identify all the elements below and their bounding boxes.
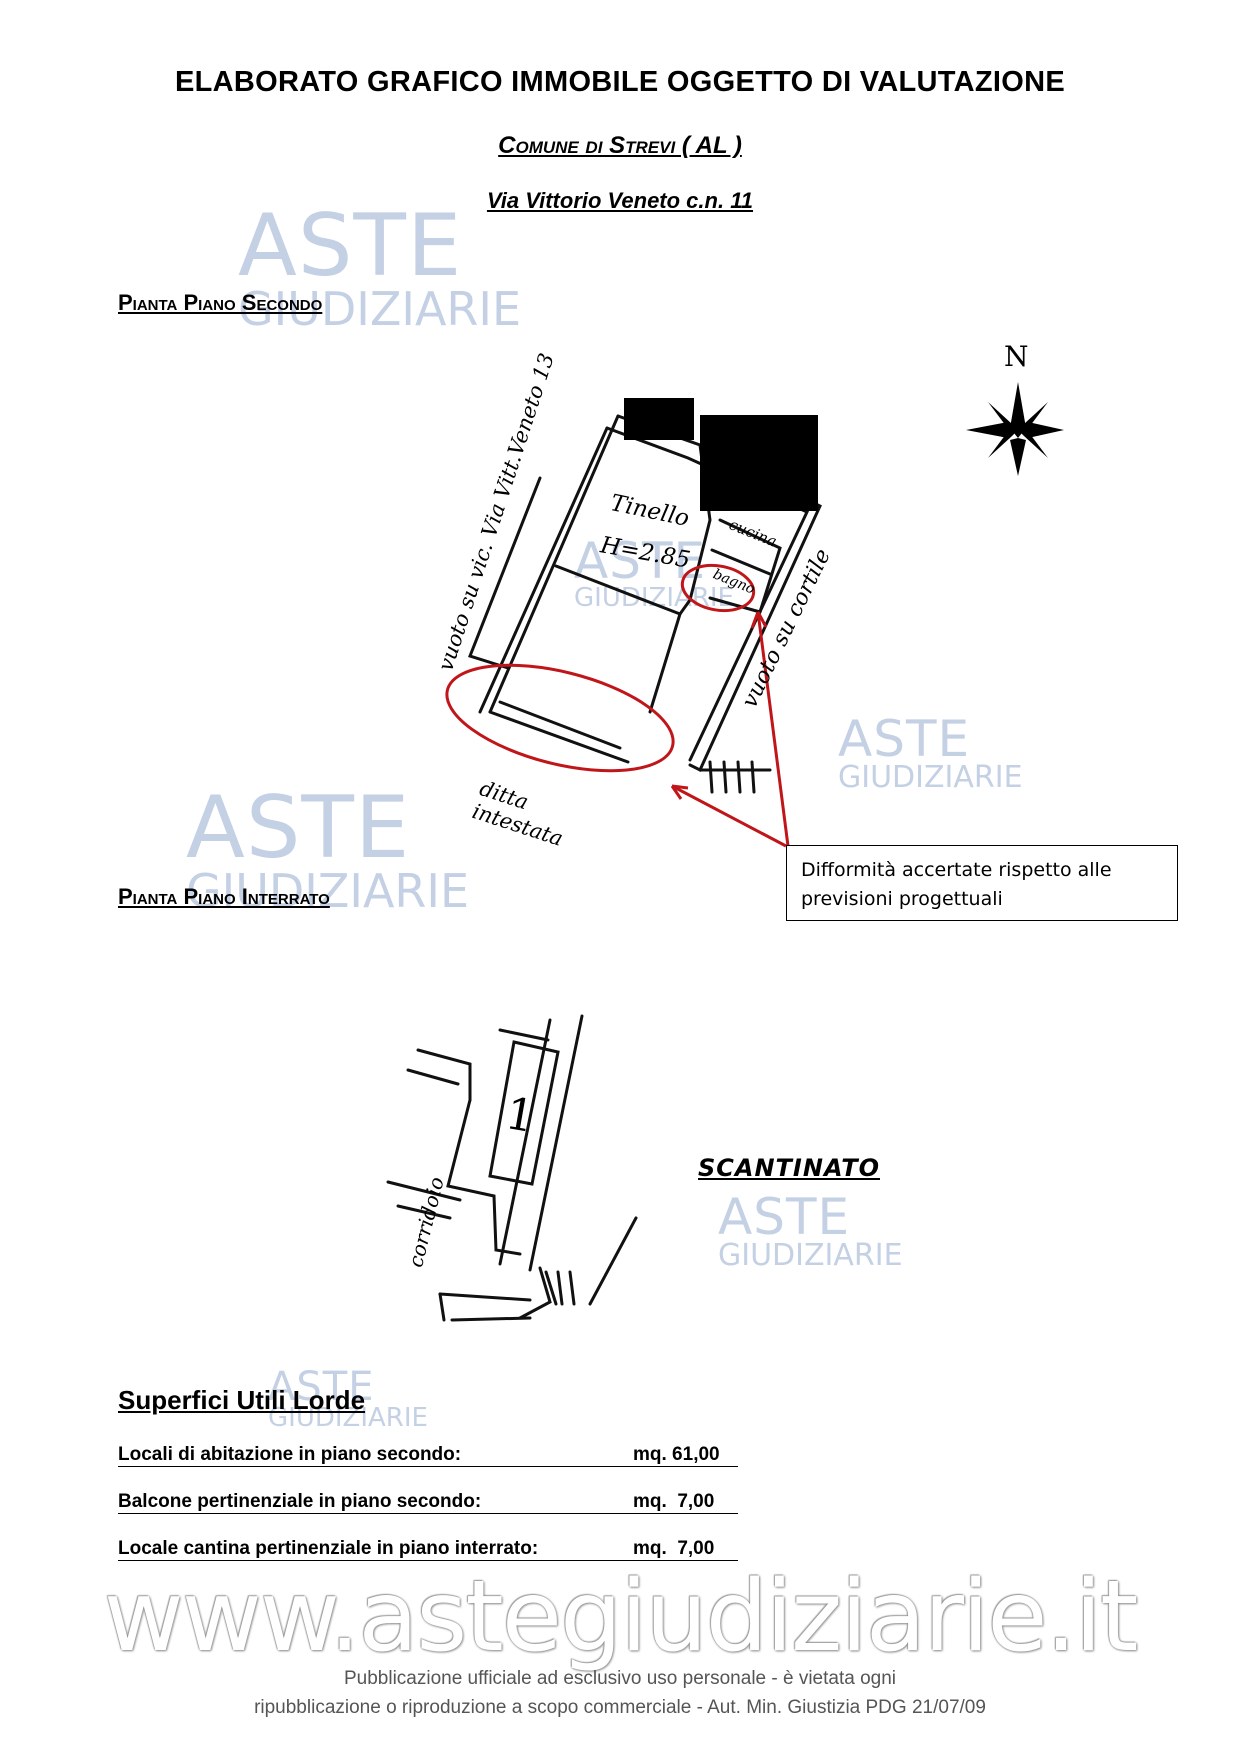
arrow-line-balcony [671, 784, 787, 848]
basement-plan [386, 1014, 638, 1322]
site-watermark: www.astegiudiziarie.it [103, 1560, 1139, 1674]
difformity-ellipse-balcony [445, 663, 675, 773]
arrow-head-balcony [670, 784, 689, 800]
surface-value: mq. 7,00 [633, 1491, 715, 1512]
address: Via Vittorio Veneto c.n. 11 [486, 188, 754, 213]
watermark-line2: GIUDIZIARIE [238, 281, 522, 336]
basement-cellar-label: SCANTINATO [698, 1154, 880, 1182]
surfaces-heading: Superfici Utili Lorde [118, 1385, 366, 1415]
watermark-right: ASTE GIUDIZIARIE [838, 710, 1023, 795]
watermark-line2: GIUDIZIARIE [186, 863, 470, 918]
watermark-line1: ASTE [268, 1364, 375, 1410]
compass-rose-icon [966, 382, 1064, 476]
watermark-plan: ASTE GIUDIZIARIE [574, 536, 734, 613]
surface-row: Locale cantina pertinenziale in piano in… [118, 1538, 738, 1561]
second-floor-plan [468, 414, 822, 794]
watermark-line2: GIUDIZIARIE [268, 1403, 428, 1433]
arrow-line-wc [756, 611, 790, 847]
surface-label: Balcone pertinenziale in piano secondo: [118, 1491, 482, 1512]
watermark-line2: GIUDIZIARIE [574, 582, 734, 613]
footer: Pubblicazione ufficiale ad esclusivo uso… [0, 1664, 1240, 1722]
municipality: Comune di Strevi ( AL ) [498, 132, 742, 159]
watermark-line2: GIUDIZIARIE [718, 1237, 903, 1273]
surface-value: mq. 7,00 [633, 1538, 715, 1559]
difformity-ellipse-wc [680, 563, 756, 613]
difformity-note-box: Difformità accertate rispetto alle previ… [786, 845, 1178, 921]
second-floor-heading: Pianta Piano Secondo [118, 290, 323, 315]
watermark-line1: ASTE [186, 778, 411, 878]
surface-value: mq. 61,00 [633, 1444, 720, 1465]
compass-north-label: N [1004, 340, 1029, 373]
watermark-line2: GIUDIZIARIE [838, 759, 1023, 795]
watermark-left: ASTE GIUDIZIARIE [186, 778, 470, 918]
surface-row: Locali di abitazione in piano secondo: m… [118, 1444, 738, 1467]
watermark-top: ASTE GIUDIZIARIE [238, 196, 522, 336]
surface-row: Balcone pertinenziale in piano secondo: … [118, 1491, 738, 1514]
page-title: Elaborato grafico immobile oggetto di va… [174, 66, 1066, 98]
footer-line2: ripubblicazione o riproduzione a scopo c… [254, 1697, 986, 1718]
surface-label: Locale cantina pertinenziale in piano in… [118, 1538, 539, 1559]
footer-line1: Pubblicazione ufficiale ad esclusivo uso… [343, 1668, 897, 1689]
redacted-block [700, 415, 818, 511]
watermark-line1: ASTE [718, 1188, 851, 1246]
basement-heading: Pianta Piano Interrato [118, 884, 330, 909]
watermark-line1: ASTE [838, 710, 971, 768]
watermark-basement: ASTE GIUDIZIARIE [718, 1188, 903, 1273]
surface-label: Locali di abitazione in piano secondo: [118, 1444, 462, 1465]
redacted-block [624, 398, 694, 440]
watermark-surfaces: ASTE GIUDIZIARIE [268, 1364, 428, 1433]
arrow-head-wc [750, 611, 768, 629]
watermark-line1: ASTE [238, 196, 463, 296]
